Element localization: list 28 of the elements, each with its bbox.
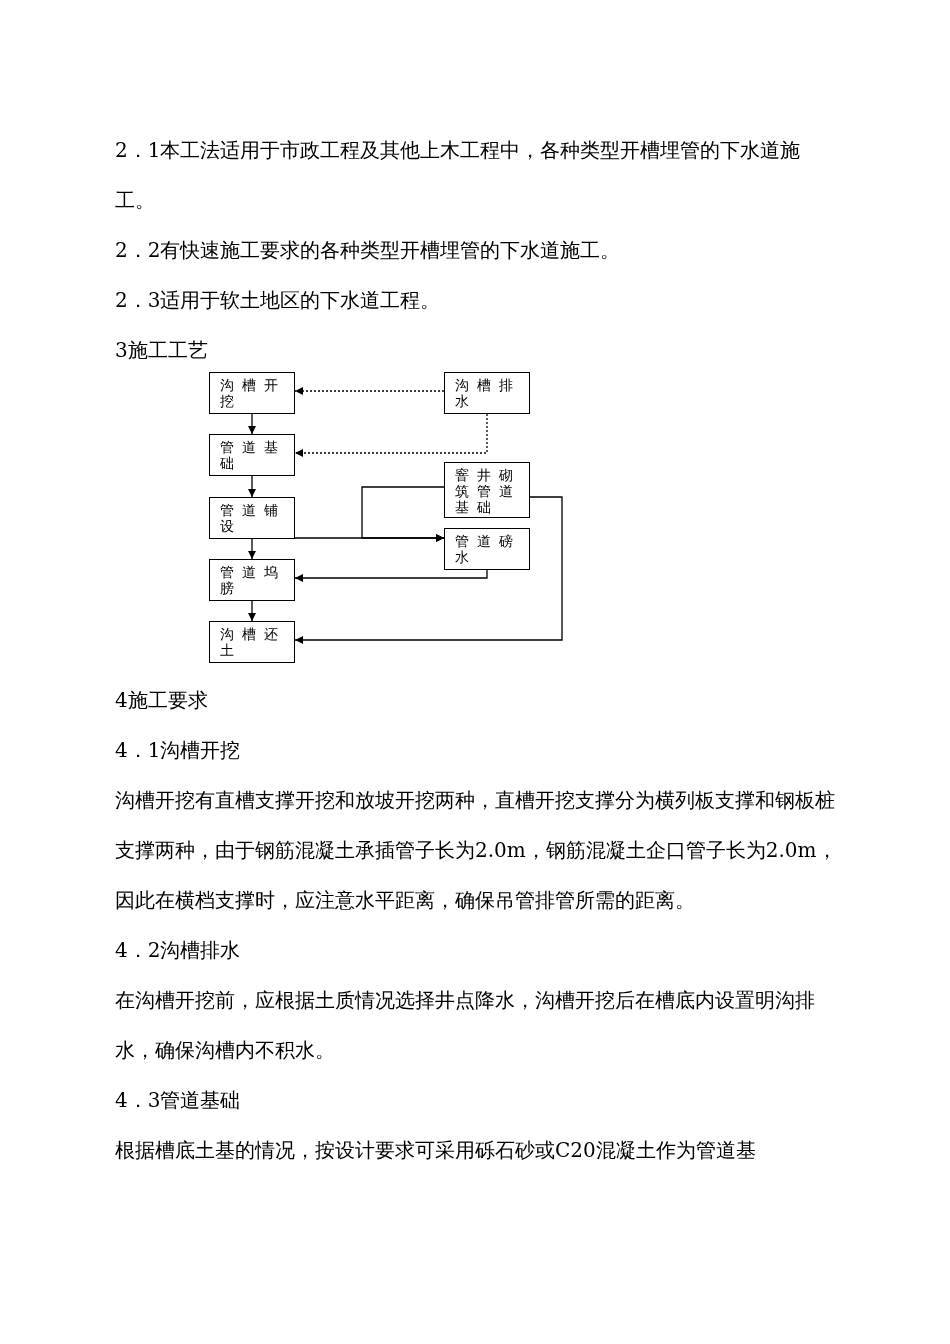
arrow [294,496,563,644]
paragraph: 2．2有快速施工要求的各种类型开槽埋管的下水道施工。 [115,237,622,264]
process-box: 管道基础 [209,434,295,476]
paragraph: 根据槽底土基的情况，按设计要求可采用砾石砂或C20混凝土作为管道基 [115,1137,757,1164]
arrow [248,600,256,622]
arrow [248,475,256,498]
process-box: 管道坞膀 [209,559,295,601]
process-box: 管道磅水 [444,528,530,570]
arrow [361,486,445,542]
section-heading: 4施工要求 [115,687,209,714]
process-box: 沟槽排水 [444,372,530,414]
paragraph: 在沟槽开挖前，应根据土质情况选择井点降水，沟槽开挖后在槽底内设置明沟排水，确保沟槽内不积水。 [115,987,816,1064]
subsection-heading: 4．1沟槽开挖 [115,737,242,764]
arrow [248,413,256,435]
process-box: 沟槽开挖 [209,372,295,414]
arrow [294,569,488,582]
arrow [248,538,256,560]
process-box: 窨井砌筑管道基础 [444,462,530,518]
process-box: 管道铺设 [209,497,295,539]
arrow [294,387,445,395]
paragraph: 2．3适用于软土地区的下水道工程。 [115,287,442,314]
subsection-heading: 4．3管道基础 [115,1087,242,1114]
section-heading: 3施工工艺 [115,337,209,364]
subsection-heading: 4．2沟槽排水 [115,937,242,964]
arrow [294,413,488,457]
process-box: 沟槽还土 [209,621,295,663]
paragraph: 2．1本工法适用于市政工程及其他上木工程中，各种类型开槽埋管的下水道施工。 [115,137,802,214]
paragraph: 沟槽开挖有直槽支撑开挖和放坡开挖两种，直槽开挖支撑分为横列板支撑和钢板桩支撑两种，由于钢筋混凝土承插管子长为2.0m，钢筋混凝土企口管子长为2.0m，因此在横档支撑时，应注意水平距离，确保吊管排管所需的距离。 [115,787,838,914]
